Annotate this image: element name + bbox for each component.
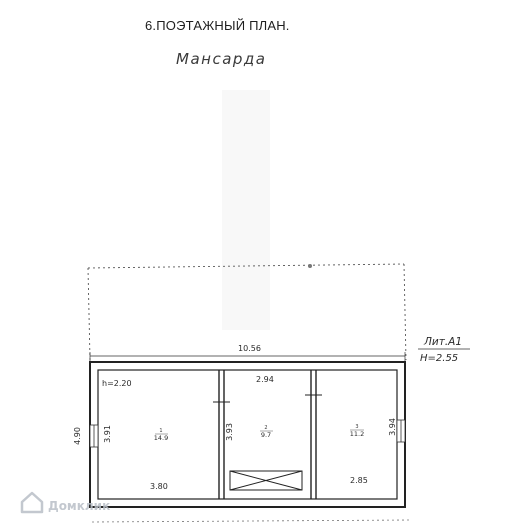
room3-width-label: 2.85 xyxy=(350,476,368,485)
section-title: 6.ПОЭТАЖНЫЙ ПЛАН. xyxy=(145,18,290,33)
window-right xyxy=(396,419,406,443)
height-label: Н=2.55 xyxy=(420,353,458,364)
room2-area: 9.7 xyxy=(261,431,271,439)
base-dash-line xyxy=(91,519,411,523)
watermark: Домклик xyxy=(20,491,110,514)
roof-marker xyxy=(308,264,312,268)
door-markers xyxy=(213,394,322,403)
overall-depth-label: 4.90 xyxy=(73,427,82,445)
overall-width-dimension xyxy=(89,352,406,362)
scan-smudge xyxy=(222,90,270,330)
room2-width-label: 2.94 xyxy=(256,375,274,384)
roof-outline xyxy=(87,263,407,361)
lit-label: Лит.А1 xyxy=(423,336,462,348)
room1-area: 14.9 xyxy=(154,434,168,442)
room1-width-label: 3.80 xyxy=(150,482,168,491)
floor-name: Мансарда xyxy=(176,50,266,68)
room3-area: 11.2 xyxy=(350,430,364,438)
interior-walls xyxy=(218,370,317,499)
stair-opening xyxy=(229,470,303,491)
room3-depth-label: 3.94 xyxy=(388,418,397,436)
watermark-logo-icon xyxy=(20,491,44,514)
window-left xyxy=(89,424,99,448)
overall-width-label: 10.56 xyxy=(238,344,261,353)
room1-number: 1 xyxy=(159,428,162,434)
watermark-text: Домклик xyxy=(48,499,110,513)
ceiling-label: h=2.20 xyxy=(102,379,132,388)
room3-number: 3 xyxy=(355,424,358,430)
room2-depth-label: 3.93 xyxy=(225,423,234,441)
room2-number: 2 xyxy=(264,425,267,431)
room1-depth-label: 3.91 xyxy=(103,425,112,443)
